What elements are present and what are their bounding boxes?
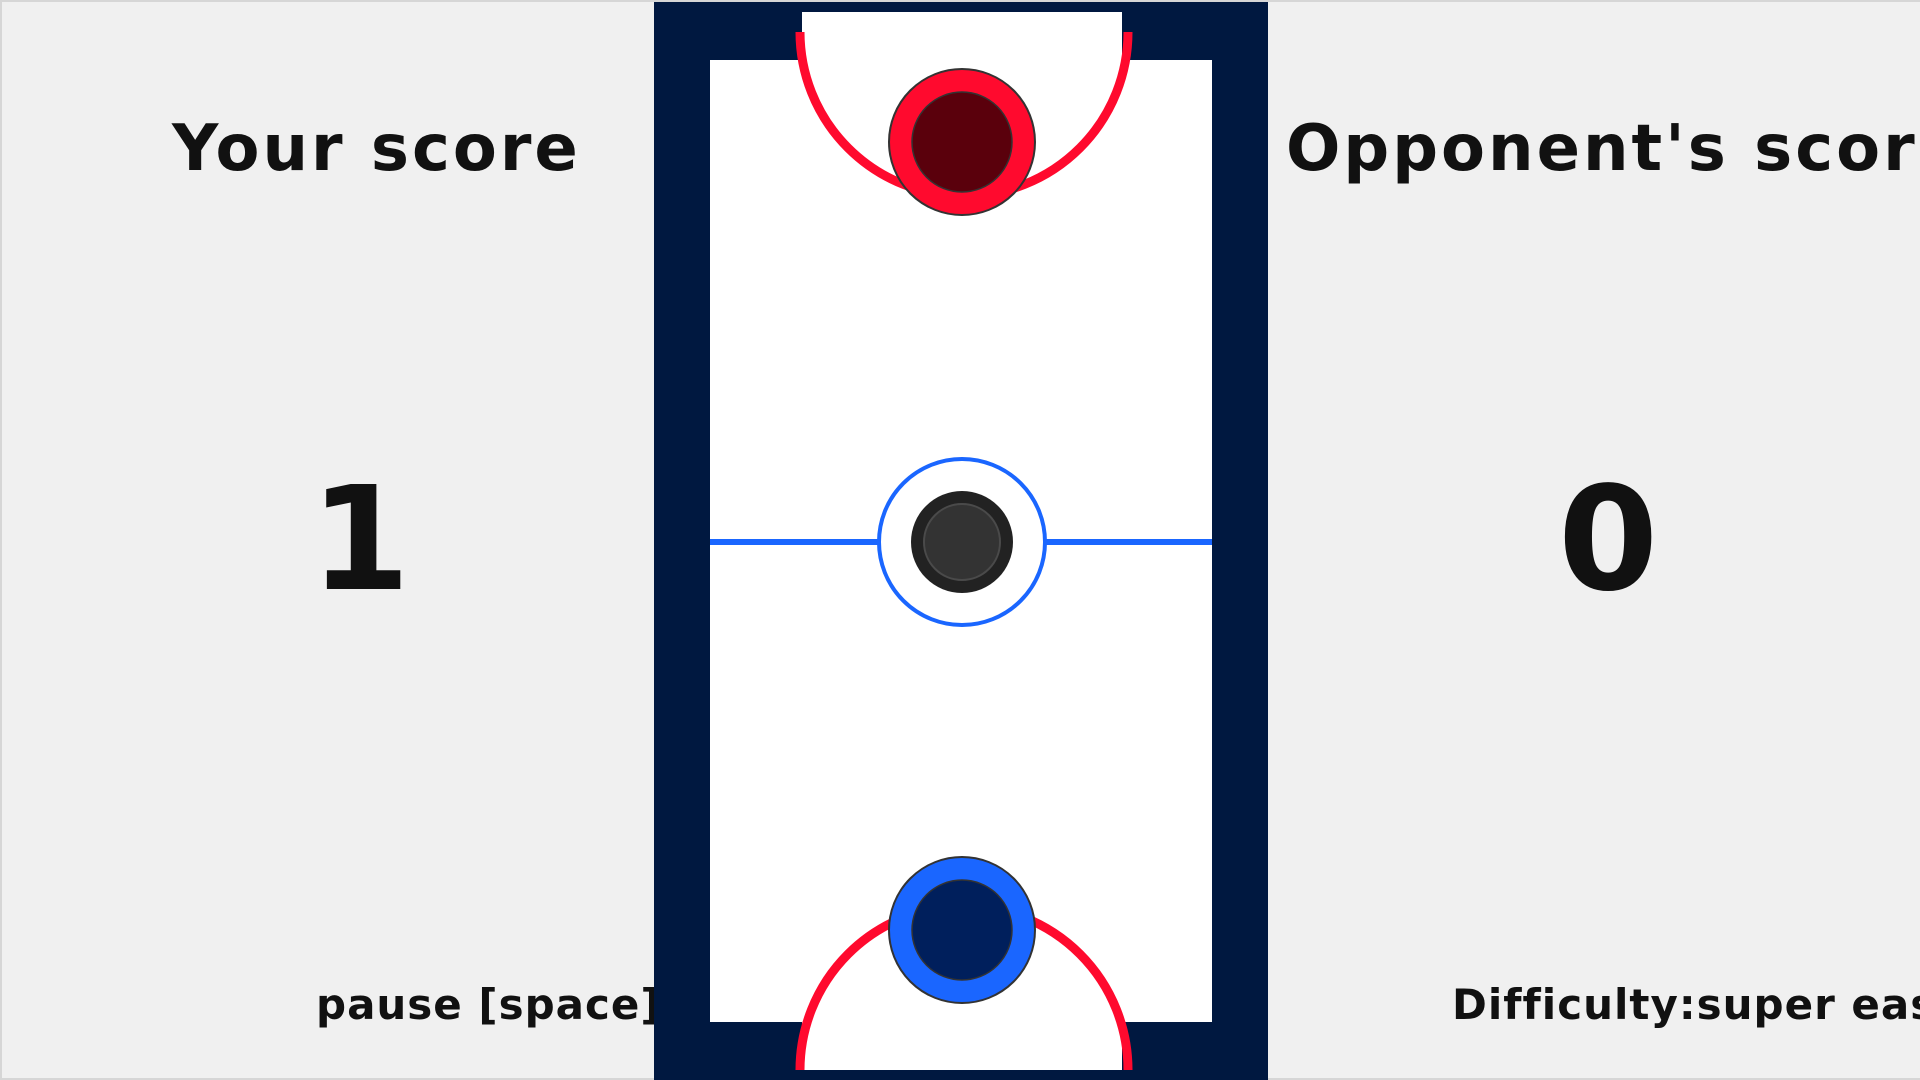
player-score-title: Your score: [172, 112, 581, 186]
opponent-score-panel: Opponent's score 0 Difficulty:super easy: [1268, 2, 1920, 1078]
blue-mallet-icon[interactable]: [888, 856, 1036, 1004]
air-hockey-table[interactable]: [654, 2, 1268, 1080]
puck-icon[interactable]: [911, 491, 1013, 593]
player-score-panel: Your score 1 pause [space]: [2, 2, 660, 1078]
red-mallet-icon: [888, 68, 1036, 216]
player-score-value: 1: [310, 455, 411, 623]
pause-hint[interactable]: pause [space]: [316, 980, 661, 1029]
table-svg[interactable]: [654, 2, 1268, 1080]
top-goal-slot: [802, 12, 1122, 62]
bottom-goal-slot: [802, 1020, 1122, 1070]
opponent-score-title: Opponent's score: [1286, 112, 1920, 186]
opponent-score-value: 0: [1558, 455, 1659, 623]
difficulty-label[interactable]: Difficulty:super easy: [1452, 980, 1920, 1029]
